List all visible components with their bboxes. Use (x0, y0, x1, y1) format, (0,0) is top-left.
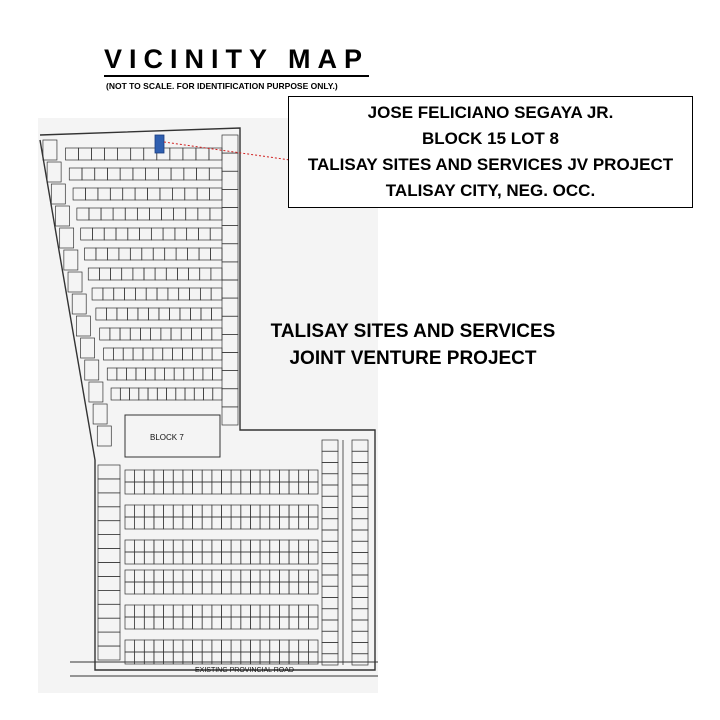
lot (92, 403, 108, 425)
owner-name: JOSE FELICIANO SEGAYA JR. (367, 103, 614, 122)
lot (46, 161, 62, 183)
upper-lot-row (76, 207, 223, 221)
lot (308, 551, 319, 565)
lot (84, 359, 100, 381)
upper-lot-row (68, 167, 223, 181)
project-label-line2: JOINT VENTURE PROJECT (289, 348, 537, 369)
lot (55, 205, 70, 227)
lot (308, 581, 319, 595)
upper-lot-row (110, 387, 223, 401)
lower-lot-row (124, 569, 319, 583)
lot (308, 516, 319, 530)
upper-lot-row (80, 227, 223, 241)
upper-lot-row (65, 147, 223, 161)
map-title: VICINITY MAP (104, 44, 370, 77)
lot (80, 337, 95, 359)
project-label-line1: TALISAY SITES AND SERVICES (270, 321, 556, 342)
upper-lot-row (84, 247, 223, 261)
lower-lot-row (124, 481, 319, 495)
project-label: TALISAY SITES AND SERVICES JOINT VENTURE… (248, 318, 578, 372)
lower-lot-row (124, 581, 319, 595)
project-name: TALISAY SITES AND SERVICES JV PROJECT (307, 155, 674, 174)
location: TALISAY CITY, NEG. OCC. (385, 181, 596, 200)
lot (221, 406, 239, 426)
lower-lot-row (124, 516, 319, 530)
upper-right-lot-column (221, 134, 239, 426)
lot (76, 315, 91, 337)
lot-info-box: JOSE FELICIANO SEGAYA JR. BLOCK 15 LOT 8… (288, 96, 693, 208)
lot (42, 139, 58, 161)
lot (67, 271, 83, 293)
lot (308, 651, 319, 665)
block-lot: BLOCK 15 LOT 8 (422, 129, 559, 148)
upper-lot-row (106, 367, 223, 381)
park-block (124, 414, 221, 458)
lot (96, 425, 112, 447)
pointer-line (163, 141, 291, 161)
lot (88, 381, 104, 403)
subdivision-boundary (39, 127, 376, 671)
lower-lot-row (124, 504, 319, 518)
lower-far-right-lot-column (351, 439, 369, 666)
lot (59, 227, 75, 249)
lower-lot-row (124, 639, 319, 653)
lot (308, 616, 319, 630)
map-subtitle: (NOT TO SCALE. FOR IDENTIFICATION PURPOS… (106, 81, 338, 91)
upper-lot-row (91, 287, 223, 301)
provincial-road-label: EXISTING PROVINCIAL ROAD (195, 667, 294, 674)
lower-lot-row (124, 616, 319, 630)
lower-lot-row (124, 539, 319, 553)
lot (50, 183, 66, 205)
lot (351, 653, 369, 666)
lot (71, 293, 87, 315)
lower-lot-row (124, 551, 319, 565)
lower-lot-row (124, 469, 319, 483)
highlighted-lot (154, 134, 165, 154)
lower-lot-row (124, 651, 319, 665)
upper-lot-row (87, 267, 223, 281)
lower-right-lot-column (321, 439, 339, 666)
upper-lot-row (72, 187, 223, 201)
upper-lot-row (103, 347, 223, 361)
lower-lot-row (124, 604, 319, 618)
lot (63, 249, 79, 271)
block-7-label: BLOCK 7 (150, 433, 184, 442)
lot (97, 645, 121, 661)
lot (321, 653, 339, 666)
lower-left-lot-column (97, 464, 121, 661)
lot (308, 481, 319, 495)
